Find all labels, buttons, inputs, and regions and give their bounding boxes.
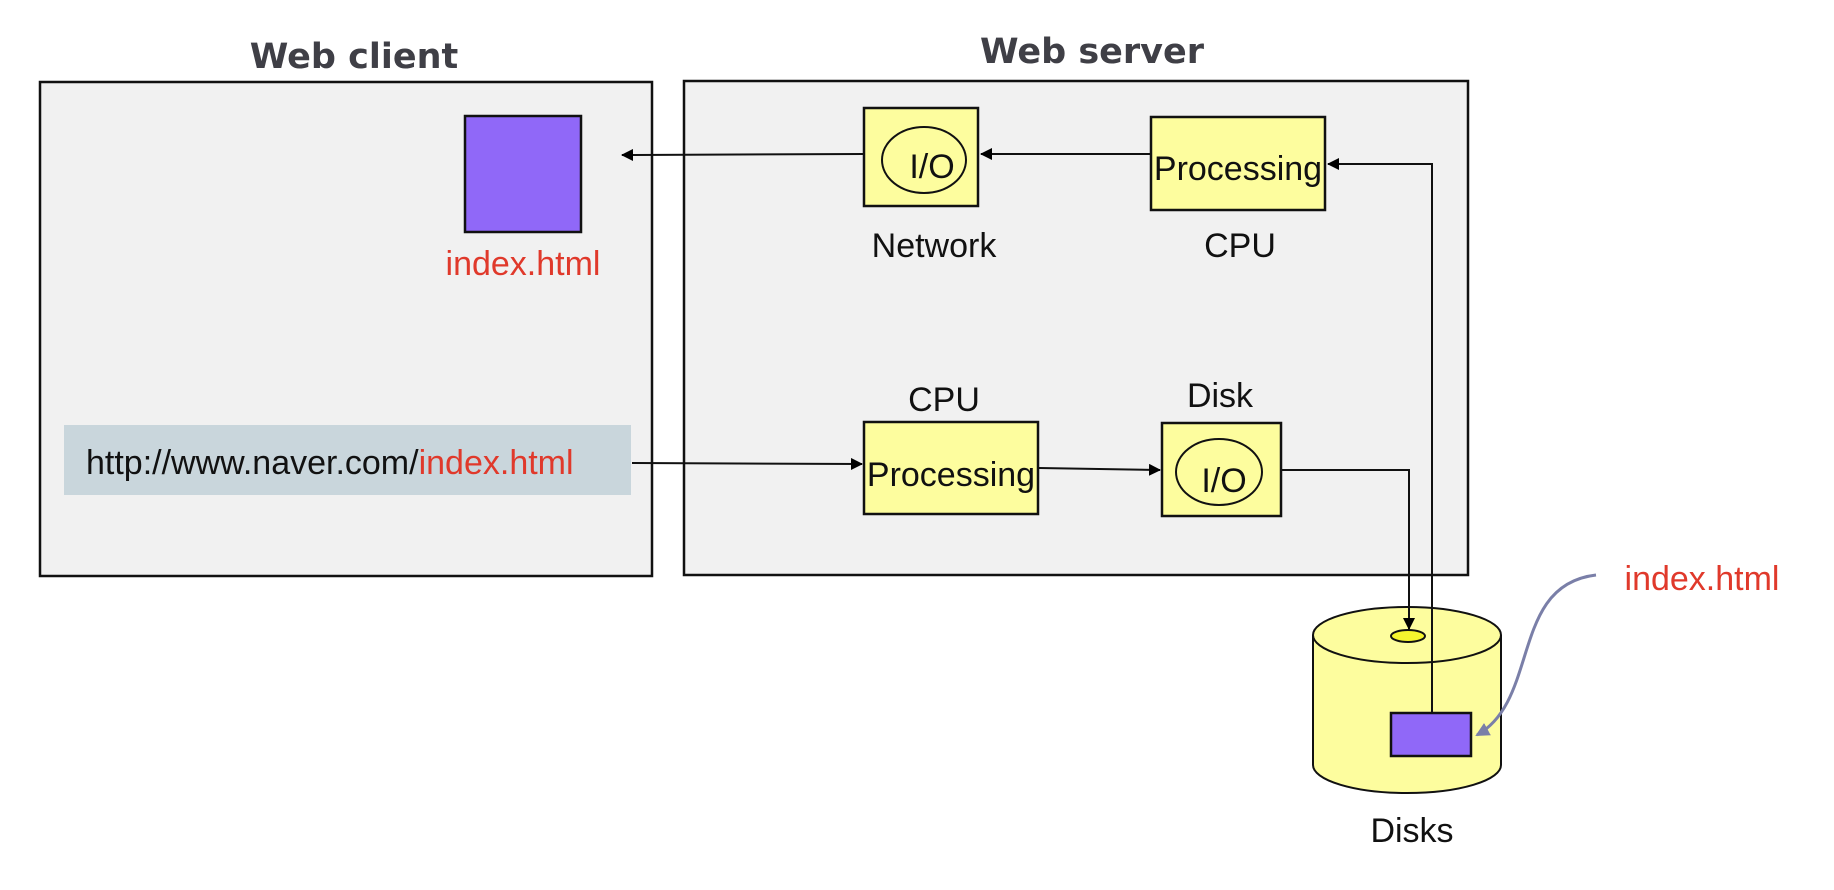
cpu-processing-top-label: Processing [1154, 150, 1322, 188]
cpu-bottom-label: CPU [908, 381, 980, 419]
arrow-processing-to-disk-io [1038, 463, 1161, 476]
disk-file-callout-label: index.html [1625, 560, 1780, 598]
disk-io-label: I/O [1201, 462, 1246, 500]
disks-label: Disks [1370, 812, 1453, 850]
cpu-processing-box-top [1149, 115, 1327, 212]
cpu-top-label: CPU [1204, 227, 1276, 265]
disk-hole [1390, 629, 1426, 643]
disk-io-ellipse [1175, 438, 1263, 506]
client-file-label: index.html [446, 245, 601, 283]
arrow-disk-io-to-disks [1282, 469, 1415, 630]
callout-arrow [1475, 573, 1597, 737]
arrow-url-to-processing [631, 457, 863, 470]
web-server-title: Web server [980, 32, 1205, 72]
client-file-icon [463, 114, 583, 234]
arrow-network-to-client [621, 148, 864, 161]
network-io-label: I/O [909, 148, 954, 186]
disk-label: Disk [1187, 377, 1254, 415]
disk-file-icon [1389, 711, 1473, 758]
cpu-processing-box-bottom [862, 420, 1040, 516]
url-text: http://www.naver.com/index.html [86, 444, 574, 482]
url-file: index.html [419, 444, 574, 482]
network-io-ellipse [881, 126, 967, 194]
web-client-title: Web client [250, 37, 458, 77]
cpu-processing-bottom-label: Processing [867, 456, 1035, 494]
url-bar [64, 425, 631, 495]
arrow-disks-to-cpu [1327, 158, 1433, 713]
url-prefix: http://www.naver.com/ [86, 444, 419, 482]
network-label: Network [872, 227, 998, 265]
